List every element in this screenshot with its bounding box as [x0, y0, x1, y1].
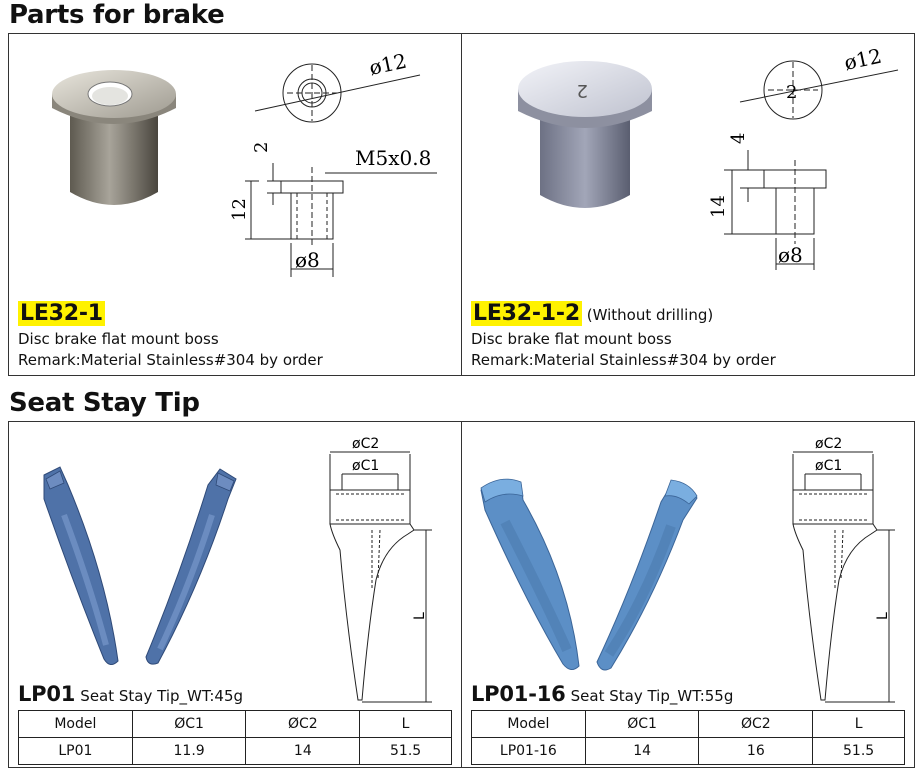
lp01-note: Seat Stay Tip_WT:45g — [80, 687, 244, 705]
le32-1-2-code: LE32-1-2 — [471, 301, 582, 326]
le32-1-2-dim-center: 2 — [786, 82, 797, 103]
lp01-16-heading: LP01-16 Seat Stay Tip_WT:55g — [471, 682, 733, 706]
lp01-16-label-c2: øC2 — [815, 436, 842, 452]
svg-text:2: 2 — [577, 80, 588, 101]
le32-1-2-dim-shank: ø8 — [778, 243, 803, 267]
le32-1-2-note: (Without drilling) — [586, 306, 714, 324]
le32-1-2-desc-line1: Disc brake flat mount boss — [471, 330, 672, 348]
le32-1-dim-shank: ø8 — [295, 248, 320, 272]
lp01-label-length: L — [412, 612, 428, 620]
table-row: Model ØC1 ØC2 L — [471, 710, 905, 738]
lp01-16-note: Seat Stay Tip_WT:55g — [570, 687, 734, 705]
lp01-16-label-c1: øC1 — [815, 458, 842, 474]
lp01-16-label-length: L — [875, 612, 891, 620]
table-cell-c2: 14 — [245, 737, 361, 765]
brake-panel-divider — [461, 33, 462, 376]
le32-1-2-render: 2 — [518, 61, 652, 208]
table-cell-c1: 14 — [584, 737, 700, 765]
le32-1-desc-line1: Disc brake flat mount boss — [18, 330, 219, 348]
table-header-model: Model — [18, 710, 133, 738]
lp01-16-drawing: øC2 øC1 L — [792, 436, 895, 703]
le32-1-dim-dia: ø12 — [367, 49, 409, 80]
lp01-label-c1: øC1 — [352, 458, 379, 474]
table-row: LP01-16 14 16 51.5 — [471, 737, 905, 765]
seat-section-title: Seat Stay Tip — [9, 388, 200, 418]
lp01-16-render — [480, 478, 698, 671]
le32-1-render — [52, 70, 176, 205]
le32-1-dim-thread: M5x0.8 — [355, 146, 431, 170]
le32-1-desc-line2: Remark:Material Stainless#304 by order — [18, 351, 323, 369]
lp01-heading: LP01 Seat Stay Tip_WT:45g — [18, 682, 243, 706]
lp01-tip-right — [145, 468, 237, 665]
table-header-l: L — [359, 710, 452, 738]
lp01-spec-table: Model ØC1 ØC2 L LP01 11.9 14 51.5 — [18, 710, 452, 765]
table-row: LP01 11.9 14 51.5 — [18, 737, 452, 765]
brake-section-title: Parts for brake — [9, 0, 225, 30]
table-cell-l: 51.5 — [812, 737, 905, 765]
table-header-l: L — [812, 710, 905, 738]
table-cell-c2: 16 — [698, 737, 814, 765]
le32-1-2-info: LE32-1-2 (Without drilling) Disc brake f… — [471, 300, 776, 371]
le32-1-drawing: ø12 2 M5x0.8 12 ø8 — [229, 49, 437, 277]
lp01-16-tip-right — [596, 481, 698, 671]
table-header-c1: ØC1 — [131, 710, 247, 738]
le32-1-2-dim-dia: ø12 — [842, 44, 884, 75]
lp01-drawing: øC2 øC1 L — [329, 436, 432, 703]
table-cell-model: LP01 — [18, 737, 133, 765]
le32-1-2-drawing: ø12 2 4 14 ø8 — [708, 44, 899, 270]
le32-1-dim-flange: 2 — [251, 142, 272, 153]
table-header-c1: ØC1 — [584, 710, 700, 738]
lp01-render — [43, 466, 237, 665]
seat-panel-divider — [461, 421, 462, 768]
table-header-c2: ØC2 — [698, 710, 814, 738]
le32-1-dim-height: 12 — [229, 198, 250, 221]
lp01-label-c2: øC2 — [352, 436, 379, 452]
lp01-16-spec-table: Model ØC1 ØC2 L LP01-16 14 16 51.5 — [471, 710, 905, 765]
lp01-code: LP01 — [18, 682, 76, 706]
table-header-model: Model — [471, 710, 586, 738]
le32-1-code: LE32-1 — [18, 301, 105, 326]
table-cell-model: LP01-16 — [471, 737, 586, 765]
le32-1-2-dim-height: 14 — [708, 195, 729, 218]
lp01-16-code: LP01-16 — [471, 682, 566, 706]
le32-1-2-dim-flange: 4 — [728, 133, 749, 144]
table-cell-c1: 11.9 — [131, 737, 247, 765]
le32-1-info: LE32-1 Disc brake flat mount boss Remark… — [18, 300, 323, 371]
table-header-c2: ØC2 — [245, 710, 361, 738]
le32-1-2-desc-line2: Remark:Material Stainless#304 by order — [471, 351, 776, 369]
table-row: Model ØC1 ØC2 L — [18, 710, 452, 738]
table-cell-l: 51.5 — [359, 737, 452, 765]
